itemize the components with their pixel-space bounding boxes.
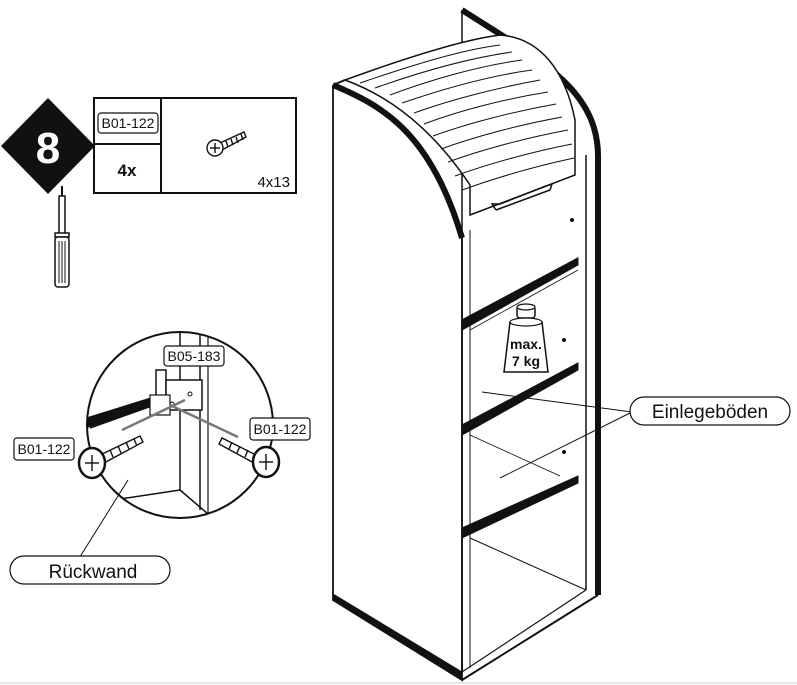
screw-left-code-box <box>13 437 75 461</box>
step-number: 8 <box>36 124 60 173</box>
screwdriver-icon <box>54 186 70 288</box>
back-panel-box <box>9 555 171 585</box>
step-badge: 8 <box>1 98 95 194</box>
screw-icon <box>77 435 144 480</box>
quantity-label: 4x <box>118 161 137 180</box>
step-diamond-icon <box>1 98 95 194</box>
shelves-callout: Einlegeböden <box>481 391 791 479</box>
screw-icon <box>206 131 247 157</box>
connector-code-box <box>163 345 225 367</box>
screw-icon <box>218 437 281 479</box>
cabinet-drawing <box>331 7 602 682</box>
back-panel-leader <box>77 479 129 561</box>
shelves-label: Einlegeböden <box>652 402 768 423</box>
part-code-label: B01-122 <box>102 115 155 131</box>
part-code-box <box>97 112 159 134</box>
screw-right-code-label: B01-122 <box>254 421 307 437</box>
screw-left-code-label: B01-122 <box>18 441 71 457</box>
weight-line2: 7 kg <box>512 353 540 369</box>
screw-size-label: 4x13 <box>257 174 290 191</box>
back-panel-label: Rückwand <box>49 562 138 583</box>
screw-right-code-box <box>249 417 311 441</box>
shelf-1 <box>461 257 579 331</box>
shelves-label-box <box>629 396 791 426</box>
parts-table: B01-122 4x 4x13 <box>93 97 297 194</box>
weight-line1: max. <box>510 336 542 352</box>
detail-view: B05-183 B01-122 B01-122 R <box>9 331 311 585</box>
shelf-2 <box>461 269 579 436</box>
weight-icon: max. 7 kg <box>503 303 549 373</box>
connector-code-label: B05-183 <box>168 348 221 364</box>
shelf-3 <box>461 475 579 539</box>
